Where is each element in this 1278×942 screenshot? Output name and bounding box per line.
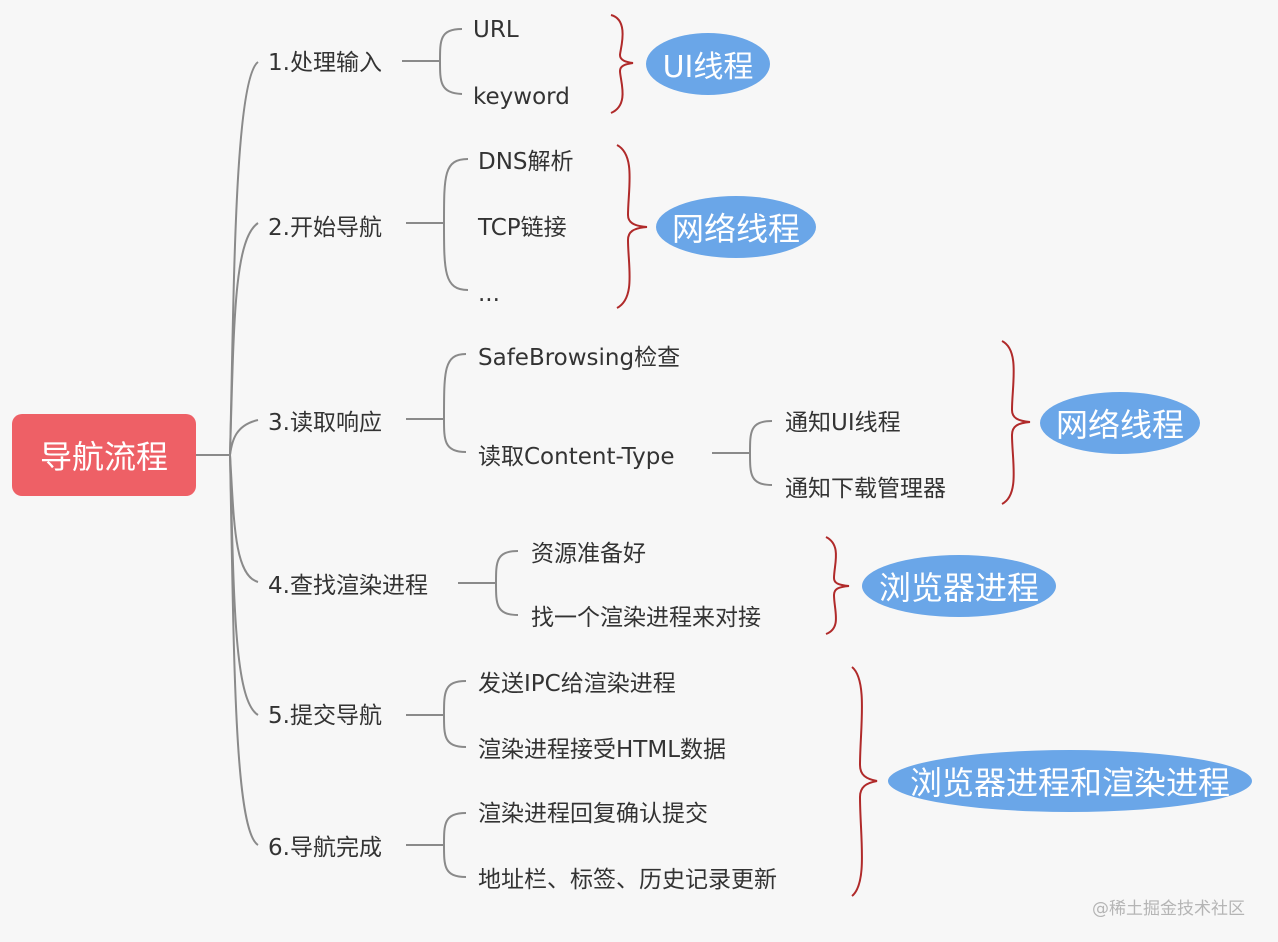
step-1-item: keyword — [473, 84, 570, 110]
brace-owner-3 — [1001, 340, 1031, 505]
connector-step-5-items — [406, 680, 467, 748]
connector-step-1 — [229, 61, 259, 456]
step-5-item: 渲染进程接受HTML数据 — [478, 737, 727, 763]
owner-badge-network-thread: 网络线程 — [1040, 392, 1200, 454]
step-1-label: 1.处理输入 — [268, 50, 382, 76]
connector-step-1-items — [402, 28, 463, 95]
brace-owner-4 — [825, 536, 850, 635]
owner-badge-browser-process: 浏览器进程 — [862, 555, 1056, 617]
brace-owner-2 — [616, 144, 648, 309]
step-1-item: URL — [473, 17, 519, 43]
step-6-item: 渲染进程回复确认提交 — [478, 801, 708, 827]
connector-step-2 — [229, 222, 259, 456]
step-3-sub-item: 通知下载管理器 — [785, 476, 946, 502]
step-4-item: 找一个渲染进程来对接 — [531, 605, 761, 631]
connector-step-3-items — [406, 353, 467, 453]
step-6-label: 6.导航完成 — [268, 835, 382, 861]
brace-owner-1 — [610, 14, 634, 114]
connector-step-6 — [229, 454, 259, 846]
step-3-sub-item: 通知UI线程 — [785, 410, 901, 436]
step-2-item: ... — [478, 281, 500, 307]
connector-step-2-items — [406, 158, 469, 291]
owner-badge-network-thread: 网络线程 — [656, 196, 816, 258]
connector-step-6-items — [406, 812, 467, 878]
connector-step-4 — [229, 454, 259, 583]
brace-owner-5 — [851, 666, 878, 897]
connector-step-3 — [229, 419, 259, 456]
watermark: @稀土掘金技术社区 — [1092, 899, 1245, 919]
step-6-item: 地址栏、标签、历史记录更新 — [478, 867, 777, 893]
step-3-label: 3.读取响应 — [268, 410, 382, 436]
step-4-item: 资源准备好 — [531, 541, 646, 567]
connector-step-4-items — [458, 550, 519, 616]
root-node: 导航流程 — [12, 414, 196, 496]
step-3-item: 读取Content-Type — [478, 444, 675, 470]
step-2-item: TCP链接 — [478, 215, 567, 241]
step-2-label: 2.开始导航 — [268, 215, 382, 241]
step-5-item: 发送IPC给渲染进程 — [478, 671, 676, 697]
step-2-item: DNS解析 — [478, 149, 574, 175]
connector-step-3-sub — [712, 420, 773, 486]
step-3-item: SafeBrowsing检查 — [478, 345, 681, 371]
step-4-label: 4.查找渲染进程 — [268, 573, 428, 599]
step-5-label: 5.提交导航 — [268, 703, 382, 729]
owner-badge-ui-thread: UI线程 — [646, 33, 770, 95]
owner-badge-browser-and-renderer: 浏览器进程和渲染进程 — [888, 750, 1252, 812]
